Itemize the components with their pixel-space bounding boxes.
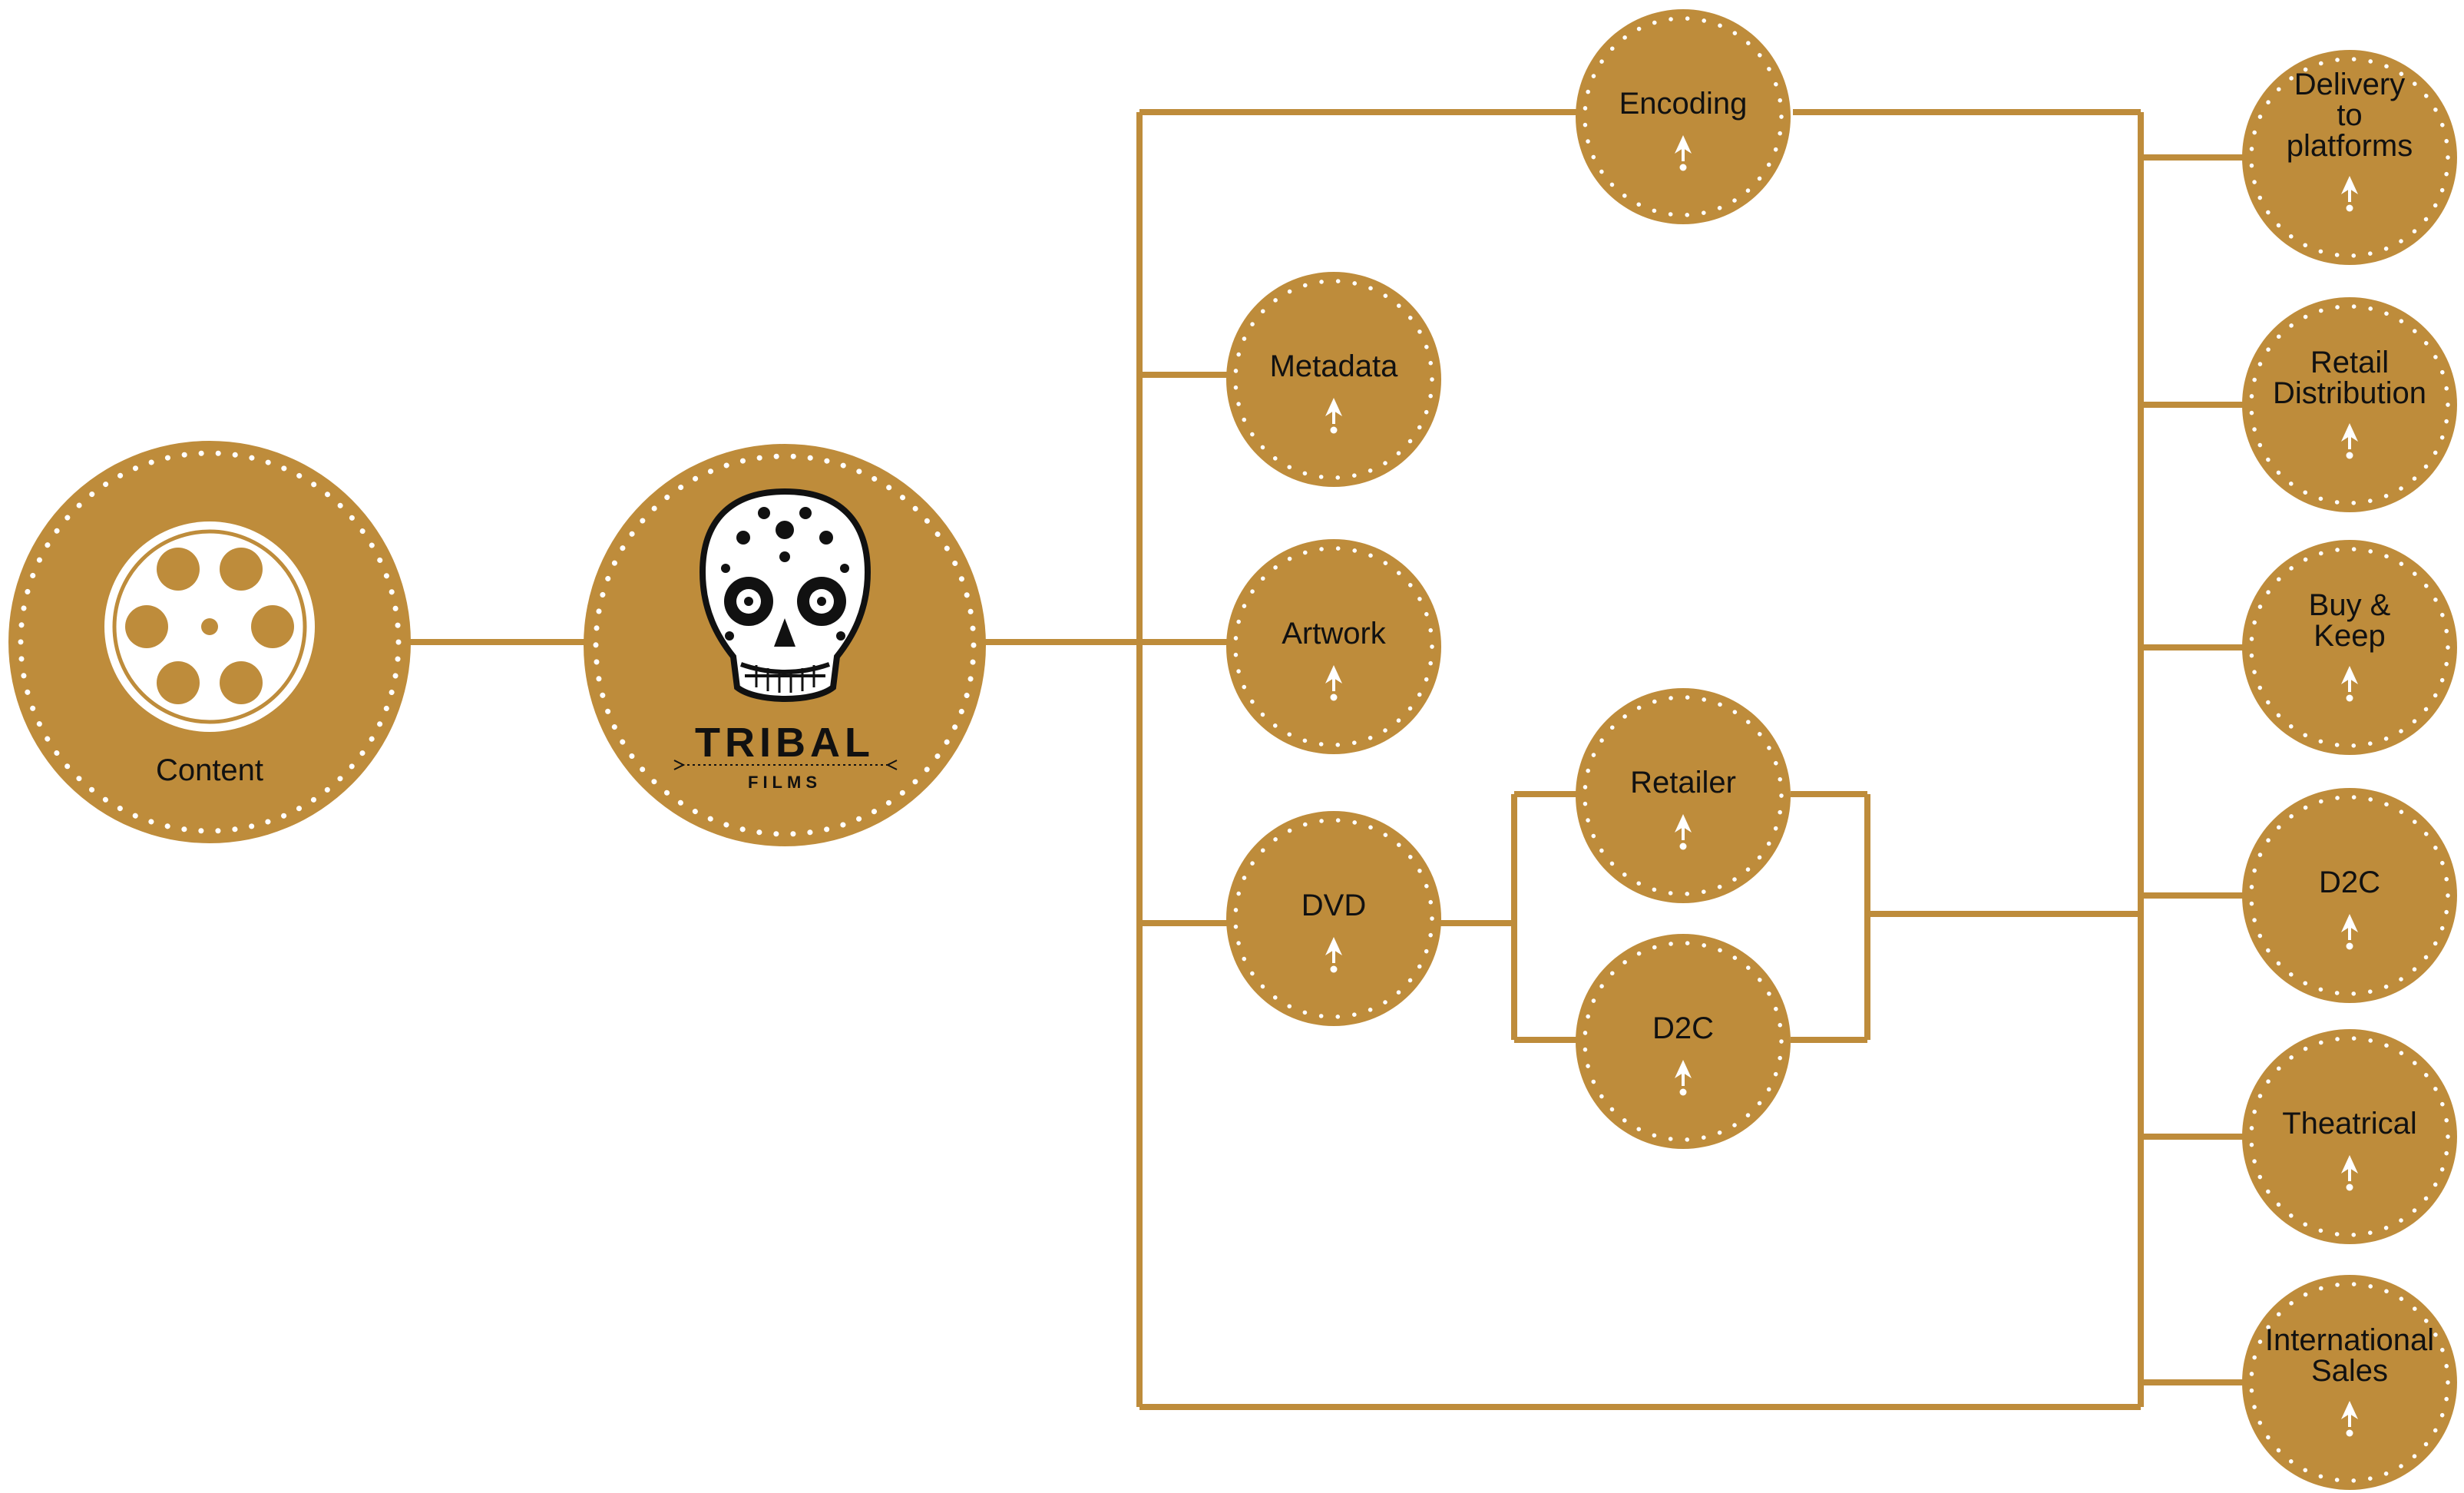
retail-distribution-circle xyxy=(2242,297,2457,512)
dvd-label: DVD xyxy=(1301,889,1366,922)
delivery-to-platforms-label-1: Delivery xyxy=(2294,68,2405,101)
delivery-to-platforms-label-3: platforms xyxy=(2287,129,2413,163)
dvd-dot-ring xyxy=(1233,818,1434,1019)
up-arrow-icon xyxy=(2341,1401,2358,1437)
content-node: Content xyxy=(8,441,411,843)
retailer-node: Retailer xyxy=(1576,688,1791,903)
international-sales-dot-ring xyxy=(2249,1282,2450,1483)
up-arrow-icon xyxy=(1675,814,1692,850)
theatrical-dot-ring xyxy=(2249,1036,2450,1237)
connector-lines xyxy=(407,109,2244,1410)
dvd-d2c-label: D2C xyxy=(1652,1011,1714,1045)
buy-and-keep-label-1: Buy & xyxy=(2309,588,2391,622)
encoding-node: Encoding xyxy=(1576,9,1791,224)
retail-distribution-dot-ring xyxy=(2249,304,2450,505)
artwork-dot-ring xyxy=(1233,546,1434,747)
dvd-circle xyxy=(1226,811,1441,1026)
buy-and-keep-dot-ring xyxy=(2249,547,2450,748)
encoding-dot-ring xyxy=(1583,16,1784,217)
retailer-dot-ring xyxy=(1583,695,1784,896)
international-sales-circle xyxy=(2242,1275,2457,1490)
theatrical-circle xyxy=(2242,1029,2457,1244)
dvd-node: DVD xyxy=(1226,811,1441,1026)
tribal-films-node: TRIBAL FILMS xyxy=(584,444,986,846)
up-arrow-icon xyxy=(2341,423,2358,459)
metadata-dot-ring xyxy=(1233,279,1434,480)
theatrical-label: Theatrical xyxy=(2282,1107,2417,1140)
content-label: Content xyxy=(156,753,263,787)
encoding-label: Encoding xyxy=(1619,87,1748,121)
logo-divider xyxy=(673,760,898,770)
artwork-label: Artwork xyxy=(1282,617,1387,650)
encoding-circle xyxy=(1576,9,1791,224)
tribal-logo-subtitle: FILMS xyxy=(748,773,822,792)
retailer-circle xyxy=(1576,688,1791,903)
up-arrow-icon xyxy=(2341,914,2358,950)
artwork-circle xyxy=(1226,539,1441,754)
artwork-node: Artwork xyxy=(1226,539,1441,754)
international-sales-label-2: Sales xyxy=(2311,1354,2388,1388)
up-arrow-icon xyxy=(1675,1060,1692,1096)
delivery-to-platforms-label-2: to xyxy=(2337,98,2362,132)
buy-and-keep-circle xyxy=(2242,540,2457,755)
metadata-node: Metadata xyxy=(1226,272,1441,487)
delivery-to-platforms-dot-ring xyxy=(2249,57,2450,258)
retail-distribution-label-1: Retail xyxy=(2310,346,2389,379)
d2c-node: D2C xyxy=(2242,788,2457,1003)
theatrical-node: Theatrical xyxy=(2242,1029,2457,1244)
retail-distribution-label-2: Distribution xyxy=(2273,376,2426,410)
dvd-d2c-circle xyxy=(1576,934,1791,1149)
up-arrow-icon xyxy=(1325,398,1342,434)
content-node-dot-ring xyxy=(18,450,402,834)
d2c-dot-ring xyxy=(2249,795,2450,996)
tribal-node-dot-ring xyxy=(593,453,977,837)
up-arrow-icon xyxy=(2341,176,2358,212)
metadata-circle xyxy=(1226,272,1441,487)
up-arrow-icon xyxy=(1325,937,1342,973)
up-arrow-icon xyxy=(1325,665,1342,701)
international-sales-label-1: International xyxy=(2265,1323,2434,1357)
dvd-d2c-dot-ring xyxy=(1583,941,1784,1142)
dvd-d2c-node: D2C xyxy=(1576,934,1791,1149)
up-arrow-icon xyxy=(1675,135,1692,171)
d2c-label: D2C xyxy=(2319,866,2380,899)
retailer-label: Retailer xyxy=(1630,766,1736,799)
up-arrow-icon xyxy=(2341,1155,2358,1191)
tribal-logo-title: TRIBAL xyxy=(695,720,875,766)
sugar-skull-logo-icon xyxy=(699,488,871,702)
d2c-circle xyxy=(2242,788,2457,1003)
up-arrow-icon xyxy=(2341,666,2358,702)
metadata-label: Metadata xyxy=(1270,349,1399,383)
delivery-to-platforms-circle xyxy=(2242,50,2457,265)
film-reel-icon xyxy=(104,521,315,732)
buy-and-keep-node: Buy &Keep xyxy=(2242,540,2457,755)
buy-and-keep-label-2: Keep xyxy=(2314,619,2385,653)
